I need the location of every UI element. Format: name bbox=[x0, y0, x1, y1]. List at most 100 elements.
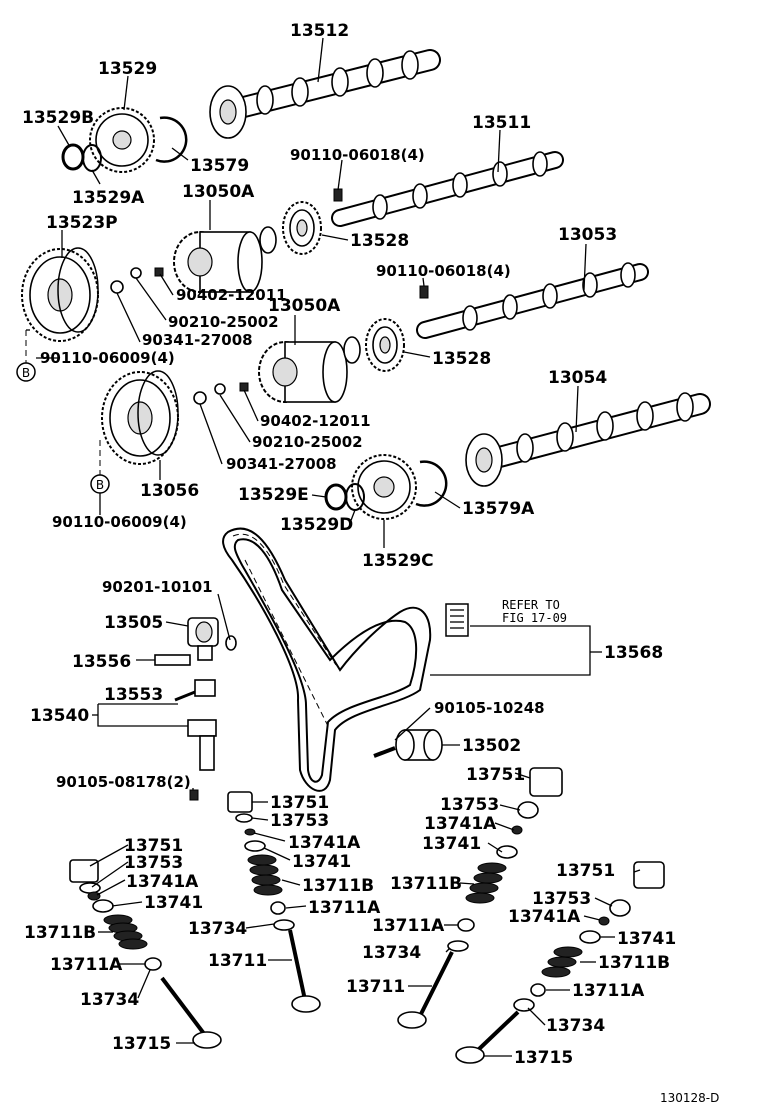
label-13741-b: 13741 bbox=[292, 852, 351, 872]
label-13711B-b: 13711B bbox=[390, 874, 462, 894]
label-13711A-b: 13711A bbox=[372, 916, 445, 936]
camshaft-13054 bbox=[465, 392, 711, 487]
label-13711B-d: 13711B bbox=[598, 953, 670, 973]
label-13050A-a: 13050A bbox=[182, 182, 255, 202]
label-13502: 13502 bbox=[462, 736, 521, 756]
label-90210-25002-a: 90210-25002 bbox=[168, 313, 279, 331]
label-13751-d: 13751 bbox=[556, 861, 615, 881]
valve-train-center bbox=[227, 791, 321, 1013]
label-13511: 13511 bbox=[472, 113, 531, 133]
label-13715-a: 13715 bbox=[112, 1034, 171, 1054]
label-13711A-c: 13711A bbox=[50, 955, 123, 975]
label-13715-b: 13715 bbox=[514, 1048, 573, 1068]
callout-b-1: B bbox=[16, 329, 36, 382]
label-13741-c: 13741 bbox=[144, 893, 203, 913]
label-13556: 13556 bbox=[72, 652, 131, 672]
label-13523P: 13523P bbox=[46, 213, 118, 233]
label-13711B-a: 13711B bbox=[302, 876, 374, 896]
label-13741A-a: 13741A bbox=[288, 833, 361, 853]
bolts-upper bbox=[110, 188, 429, 405]
label-90341-27008-a: 90341-27008 bbox=[142, 331, 253, 349]
label-13711A-d: 13711A bbox=[572, 981, 645, 1001]
label-90110-06009-b: 90110-06009(4) bbox=[52, 513, 187, 531]
label-13741-a: 13741 bbox=[422, 834, 481, 854]
label-13734-d: 13734 bbox=[546, 1016, 605, 1036]
label-90110-06009-a: 90110-06009(4) bbox=[40, 349, 175, 367]
label-13579: 13579 bbox=[190, 156, 249, 176]
driven-gear-13528-a bbox=[282, 201, 322, 255]
part-labels: 13512 13529 13529B 13579 13529A 13511 90… bbox=[22, 21, 676, 1068]
label-13054: 13054 bbox=[548, 368, 607, 388]
tensioner-parts bbox=[154, 617, 237, 801]
label-13734-a: 13734 bbox=[188, 919, 247, 939]
label-13505: 13505 bbox=[104, 613, 163, 633]
label-90402-12011-a: 90402-12011 bbox=[176, 286, 287, 304]
label-13711A-a: 13711A bbox=[308, 898, 381, 918]
snap-ring-13579 bbox=[155, 116, 188, 163]
snap-ring-13579A bbox=[415, 460, 448, 507]
svg-text:B: B bbox=[22, 366, 30, 380]
reference-icon bbox=[445, 603, 469, 637]
label-13529A: 13529A bbox=[72, 188, 145, 208]
timing-belt-13568 bbox=[222, 527, 432, 792]
svg-text:B: B bbox=[96, 478, 104, 492]
label-13528-a: 13528 bbox=[350, 231, 409, 251]
label-13751-b: 13751 bbox=[270, 793, 329, 813]
label-13711-b: 13711 bbox=[346, 977, 405, 997]
label-90201-10101: 90201-10101 bbox=[102, 578, 213, 596]
label-13753-c: 13753 bbox=[124, 853, 183, 873]
snap-ring-13529B bbox=[61, 143, 85, 171]
label-13751-a: 13751 bbox=[466, 765, 525, 785]
leader-lines bbox=[36, 37, 641, 1057]
label-13553: 13553 bbox=[104, 685, 163, 705]
reference-line-2: FIG 17-09 bbox=[502, 611, 567, 625]
valve-train-right-center bbox=[397, 767, 563, 1029]
idler-pulley-13502 bbox=[373, 729, 443, 761]
snap-ring-13529E bbox=[324, 483, 348, 511]
label-13529D: 13529D bbox=[280, 515, 353, 535]
label-90402-12011-b: 90402-12011 bbox=[260, 412, 371, 430]
label-13741A-c: 13741A bbox=[126, 872, 199, 892]
label-13529E: 13529E bbox=[238, 485, 309, 505]
label-13711-a: 13711 bbox=[208, 951, 267, 971]
label-13050A-b: 13050A bbox=[268, 296, 341, 316]
label-13753-a: 13753 bbox=[270, 811, 329, 831]
diagram-code: 130128-D bbox=[660, 1091, 719, 1105]
label-13528-b: 13528 bbox=[432, 349, 491, 369]
camshaft-13511 bbox=[331, 151, 564, 227]
vvt-controller-13050A-a bbox=[173, 226, 277, 293]
label-13529C: 13529C bbox=[362, 551, 434, 571]
label-13053: 13053 bbox=[558, 225, 617, 245]
label-13741-d: 13741 bbox=[617, 929, 676, 949]
valve-train-right bbox=[455, 861, 665, 1064]
label-13711B-c: 13711B bbox=[24, 923, 96, 943]
gear-13529 bbox=[89, 107, 155, 173]
label-13753-d: 13753 bbox=[532, 889, 591, 909]
label-90105-10248: 90105-10248 bbox=[434, 699, 545, 717]
label-13741A-b: 13741A bbox=[424, 814, 497, 834]
driven-gear-13528-b bbox=[365, 318, 405, 372]
label-13734-b: 13734 bbox=[362, 943, 421, 963]
label-13529B: 13529B bbox=[22, 108, 94, 128]
label-13753-b: 13753 bbox=[440, 795, 499, 815]
label-13579A: 13579A bbox=[462, 499, 535, 519]
label-90110-06018-b: 90110-06018(4) bbox=[376, 262, 511, 280]
label-13568: 13568 bbox=[604, 643, 663, 663]
label-13741A-d: 13741A bbox=[508, 907, 581, 927]
label-13751-c: 13751 bbox=[124, 836, 183, 856]
label-90210-25002-b: 90210-25002 bbox=[252, 433, 363, 451]
reference-line-1: REFER TO bbox=[502, 598, 560, 612]
timing-pulley-13056 bbox=[101, 370, 179, 465]
vvt-controller-13050A-b bbox=[258, 336, 361, 403]
label-13529: 13529 bbox=[98, 59, 157, 79]
label-13540: 13540 bbox=[30, 706, 89, 726]
label-13056: 13056 bbox=[140, 481, 199, 501]
label-90105-08178: 90105-08178(2) bbox=[56, 773, 191, 791]
label-13512: 13512 bbox=[290, 21, 349, 41]
camshaft-13512 bbox=[209, 49, 441, 139]
timing-pulley-13523P bbox=[21, 247, 99, 342]
label-13734-c: 13734 bbox=[80, 990, 139, 1010]
label-90110-06018-a: 90110-06018(4) bbox=[290, 146, 425, 164]
gear-13529C bbox=[351, 454, 417, 520]
